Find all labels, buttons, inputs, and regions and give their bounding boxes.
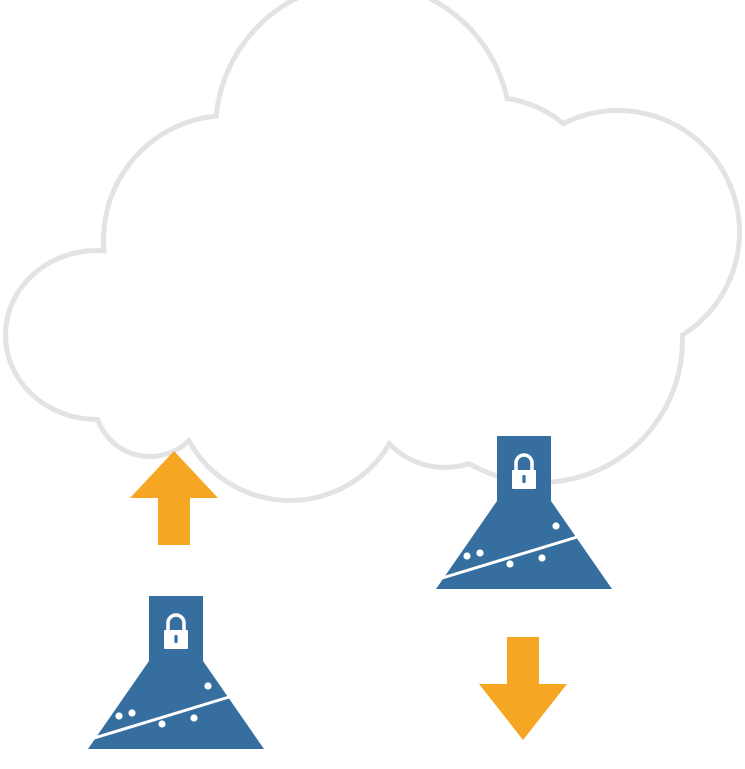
arrow-down-icon <box>479 637 567 740</box>
cloud-fill <box>8 0 737 498</box>
arrow-up-icon <box>130 451 218 545</box>
locked-flask-icon <box>86 594 266 751</box>
cloud-icon <box>3 0 742 503</box>
